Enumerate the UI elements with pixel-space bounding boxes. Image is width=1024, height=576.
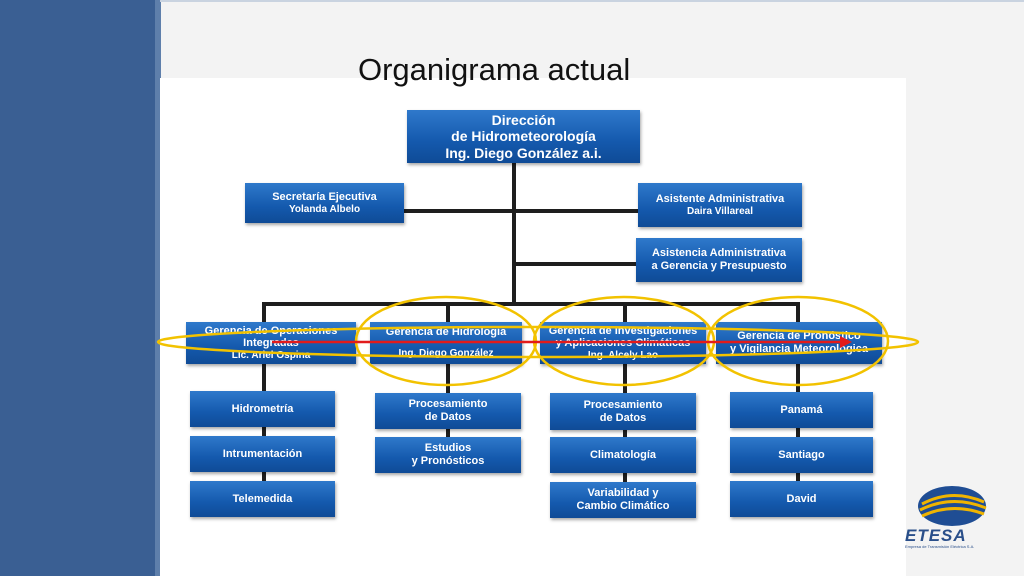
left-sidebar-band [0,0,160,576]
asistente-box: Asistente Administrativa Daira Villareal [638,183,802,227]
manager-title: Gerencia de Operaciones [204,324,338,337]
manager-person: Ing. Diego González [398,348,494,360]
manager-title: Gerencia de Pronóstico [737,330,861,343]
unit-telemedida: Telemedida [190,481,335,517]
direction-subtitle: de Hidrometeorología [451,128,596,145]
connector-mgr4-drop [796,302,800,322]
sidebar-edge [155,0,161,576]
asistencia-line2: a Gerencia y Presupuesto [651,260,787,272]
unit-label: Cambio Climático [576,500,670,512]
unit-procesamiento-hidrologia: Procesamiento de Datos [375,393,521,429]
logo-text: ETESA [905,526,967,545]
connector-col4-vertical [796,364,800,492]
manager-person: Ing. Alcely Lao [587,349,659,361]
direction-head: Ing. Diego González a.i. [445,144,602,161]
unit-label: Hidrometría [231,402,294,415]
unit-variabilidad: Variabilidad y Cambio Climático [550,482,696,518]
manager-title: Gerencia de Hidrología [385,326,507,339]
connector-staff-row1 [404,209,640,213]
connector-staff-row2 [514,262,636,266]
secretaria-box: Secretaría Ejecutiva Yolanda Albelo [245,183,404,223]
secretaria-person: Yolanda Albelo [288,203,361,215]
unit-label: Procesamiento [408,398,488,411]
connector-mgr2-drop [446,302,450,322]
manager-box-operaciones: Gerencia de Operaciones Integradas Lic. … [186,322,356,364]
unit-panama: Panamá [730,392,873,428]
manager-subtitle: y Aplicaciones Climáticas [555,337,691,350]
unit-hidrometria: Hidrometría [190,391,335,427]
manager-box-hidrologia: Gerencia de Hidrología Ing. Diego Gonzál… [370,322,522,364]
unit-label: Telemedida [232,492,293,505]
unit-estudios-pronosticos: Estudios y Pronósticos [375,437,521,473]
unit-climatologia: Climatología [550,437,696,473]
unit-label: Intrumentación [222,447,303,460]
logo-subtitle: Empresa de Transmisión Eléctrica S.A. [905,544,975,549]
unit-label: Procesamiento [583,398,663,411]
connector-mgr1-drop [262,302,266,322]
unit-procesamiento-investigaciones: Procesamiento de Datos [550,393,696,430]
connector-managers-bus [262,302,800,306]
unit-label: de Datos [599,411,647,424]
manager-box-investigaciones: Gerencia de Investigaciones y Aplicacion… [540,322,706,364]
asistencia-line1: Asistencia Administrativa [651,247,787,260]
connector-mgr3-drop [623,302,627,322]
unit-label: Variabilidad y [587,487,659,500]
unit-label: Estudios [424,442,472,455]
manager-subtitle: y Vigilancia Meteorológica [730,343,868,355]
connector-col1-vertical [262,364,266,492]
slide-title: Organigrama actual [358,52,631,87]
manager-person: Lic. Ariel Ospina [231,349,311,361]
manager-box-pronostico: Gerencia de Pronóstico y Vigilancia Mete… [716,322,882,364]
direction-title: Dirección [491,112,556,129]
connector-col3-vertical [623,364,627,498]
unit-label: Panamá [780,403,823,416]
unit-santiago: Santiago [730,437,873,473]
secretaria-title: Secretaría Ejecutiva [272,190,377,203]
unit-label: Santiago [778,448,825,461]
unit-label: y Pronósticos [411,455,485,467]
connector-trunk [512,163,516,304]
asistente-title: Asistente Administrativa [655,192,785,205]
unit-label: David [786,492,817,505]
unit-david: David [730,481,873,517]
etesa-logo [918,486,987,526]
direction-box: Dirección de Hidrometeorología Ing. Dieg… [407,110,640,163]
unit-label: Climatología [589,448,656,461]
asistente-person: Daira Villareal [687,205,753,217]
top-border-line [160,0,1024,2]
asistencia-box: Asistencia Administrativa a Gerencia y P… [636,238,802,282]
manager-subtitle: Integradas [243,337,299,350]
unit-label: de Datos [424,411,472,423]
manager-title: Gerencia de Investigaciones [548,324,698,337]
unit-instrumentacion: Intrumentación [190,436,335,472]
